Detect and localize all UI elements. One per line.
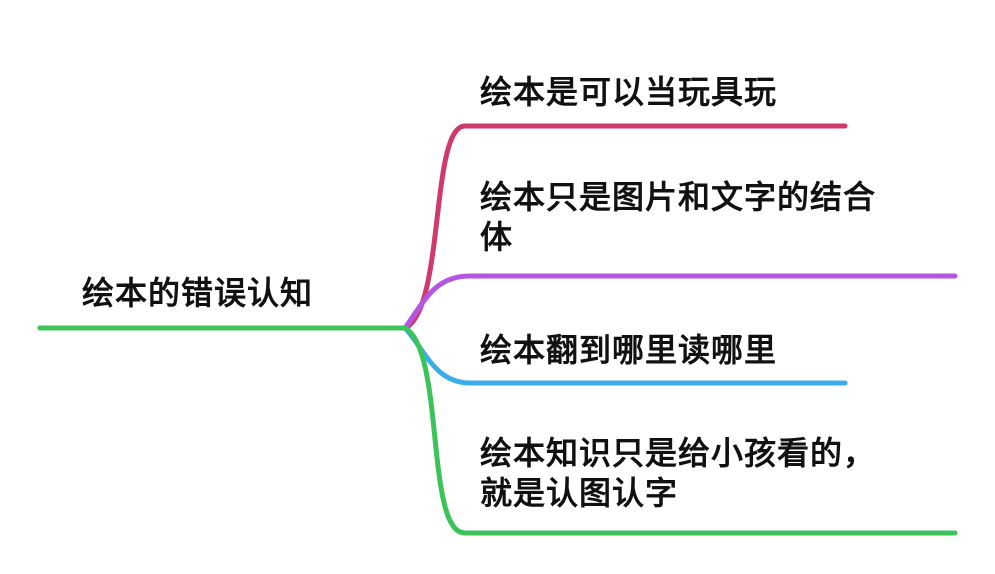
branch-node-1: 绘本是可以当玩具玩 (480, 72, 777, 112)
root-node-label: 绘本的错误认知 (82, 274, 314, 312)
branch-node-2-line-1: 绘本只是图片和文字的结合 (480, 178, 877, 216)
branch-node-2: 绘本只是图片和文字的结合 体 (480, 177, 876, 257)
branch-node-2-line-2: 体 (480, 218, 514, 256)
branch-edge-4 (402, 325, 958, 536)
branch-edge-2 (402, 273, 958, 331)
branch-node-3: 绘本翻到哪里读哪里 (480, 330, 777, 370)
branch-node-1-line-1: 绘本是可以当玩具玩 (480, 73, 778, 111)
branch-node-3-line-1: 绘本翻到哪里读哪里 (480, 331, 778, 369)
branch-node-4: 绘本知识只是给小孩看的， 就是认图认字 (480, 433, 876, 513)
branch-node-4-line-1: 绘本知识只是给小孩看的， (480, 434, 877, 472)
branch-node-4-line-2: 就是认图认字 (480, 474, 679, 512)
